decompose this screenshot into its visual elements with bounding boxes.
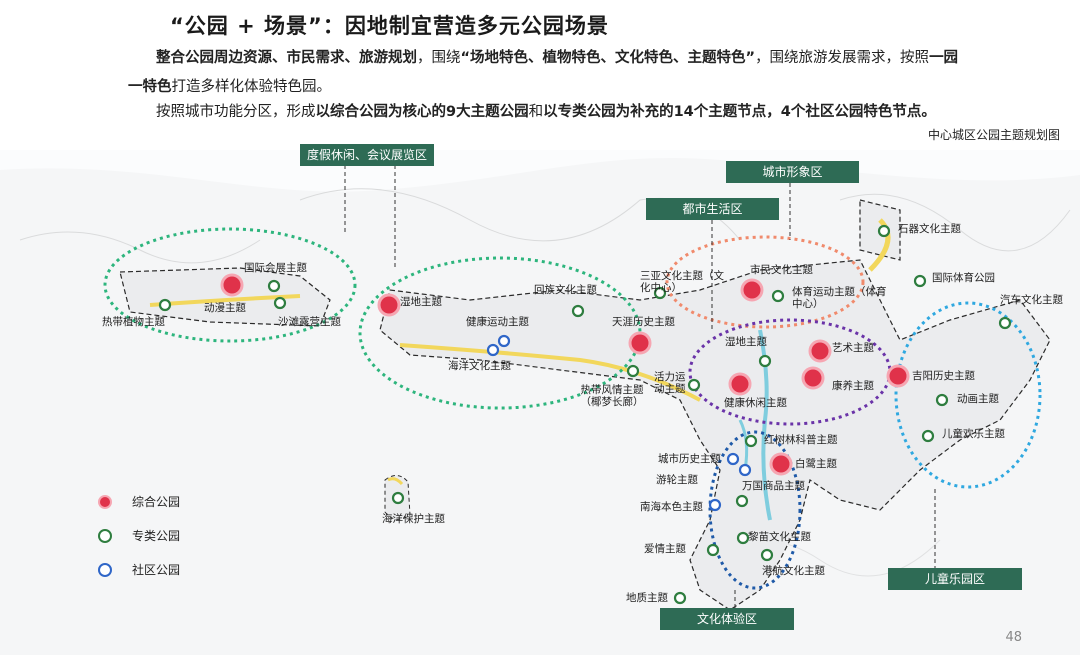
legend-green-circle-icon xyxy=(98,528,112,543)
legend-comprehensive: 综合公园 xyxy=(98,493,180,510)
community-park-marker xyxy=(497,334,511,348)
special-park-marker xyxy=(771,289,785,303)
zone-culture-experience: 文化体验区 xyxy=(660,608,794,630)
special-park-marker xyxy=(921,429,935,443)
special-park-marker xyxy=(267,279,281,293)
park-label: 白鹭主题 xyxy=(795,458,837,470)
park-label: 石器文化主题 xyxy=(898,223,961,235)
zone-resort-conference: 度假休闲、会议展览区 xyxy=(300,144,434,166)
community-park-marker xyxy=(738,463,752,477)
park-label: 吉阳历史主题 xyxy=(912,370,975,382)
special-park-marker xyxy=(571,304,585,318)
special-park-marker xyxy=(653,286,667,300)
special-park-marker xyxy=(626,364,640,378)
special-park-marker xyxy=(744,434,758,448)
park-label: 回族文化主题 xyxy=(534,284,597,296)
park-label: 游轮主题 xyxy=(656,474,698,486)
page-number: 48 xyxy=(1005,630,1022,645)
intro-paragraph-2: 按照城市功能分区，形成以综合公园为核心的9大主题公园和以专类公园为补充的14个主… xyxy=(156,104,936,120)
community-park-marker xyxy=(708,498,722,512)
park-label: 康养主题 xyxy=(832,380,874,392)
park-label: 三亚文化主题（文化中心） xyxy=(640,270,724,294)
zone-childrens-park: 儿童乐园区 xyxy=(888,568,1022,590)
legend-red-circle-icon xyxy=(98,494,112,509)
special-park-marker xyxy=(998,316,1012,330)
community-park-marker xyxy=(726,452,740,466)
special-park-marker xyxy=(877,224,891,238)
legend-special: 专类公园 xyxy=(98,527,180,544)
park-label: 动画主题 xyxy=(957,393,999,405)
park-label: 市民文化主题 xyxy=(750,264,813,276)
comprehensive-park-marker xyxy=(886,364,910,388)
park-label: 热带风情主题（椰梦长廊） xyxy=(580,384,644,408)
park-label: 健康休闲主题 xyxy=(724,397,787,409)
legend-blue-circle-icon xyxy=(98,562,112,577)
park-label: 国际会展主题 xyxy=(244,262,307,274)
community-park-marker xyxy=(486,343,500,357)
comprehensive-park-marker xyxy=(220,273,244,297)
zone-urban-living: 都市生活区 xyxy=(646,198,779,220)
special-park-marker xyxy=(673,591,687,605)
special-park-marker xyxy=(913,274,927,288)
park-label: 万国商品主题 xyxy=(742,480,805,492)
park-label: 活力运动主题 xyxy=(654,371,686,395)
comprehensive-park-marker xyxy=(769,452,793,476)
special-park-marker xyxy=(735,494,749,508)
park-label: 爱情主题 xyxy=(644,543,686,555)
park-label: 健康运动主题 xyxy=(466,316,529,328)
special-park-marker xyxy=(687,378,701,392)
comprehensive-park-marker xyxy=(740,278,764,302)
special-park-marker xyxy=(391,491,405,505)
park-markers xyxy=(158,224,1012,605)
park-label: 地质主题 xyxy=(626,592,668,604)
park-label: 湿地主题 xyxy=(400,296,442,308)
comprehensive-park-marker xyxy=(808,339,832,363)
park-label: 体育运动主题（体育中心） xyxy=(792,286,887,310)
intro-paragraph-1: 整合公园周边资源、市民需求、旅游规划，围绕“场地特色、植物特色、文化特色、主题特… xyxy=(128,50,959,95)
park-label: 南海本色主题 xyxy=(640,501,703,513)
comprehensive-park-marker xyxy=(801,366,825,390)
special-park-marker xyxy=(158,298,172,312)
park-label: 沙滩露营主题 xyxy=(278,316,341,328)
park-label: 动漫主题 xyxy=(204,302,246,314)
park-label: 天涯历史主题 xyxy=(612,316,675,328)
park-label: 国际体育公园 xyxy=(932,272,995,284)
page-title: “公园 + 场景”：因地制宜营造多元公园场景 xyxy=(170,14,609,38)
park-label: 儿童欢乐主题 xyxy=(942,428,1005,440)
zone-city-image: 城市形象区 xyxy=(726,161,859,183)
special-park-marker xyxy=(758,354,772,368)
map-title: 中心城区公园主题规划图 xyxy=(927,128,1060,142)
park-label: 热带植物主题 xyxy=(102,316,165,328)
park-label: 港航文化主题 xyxy=(762,565,825,577)
comprehensive-park-marker xyxy=(628,331,652,355)
park-label: 城市历史主题 xyxy=(658,453,721,465)
park-label: 艺术主题 xyxy=(832,342,874,354)
legend-community: 社区公园 xyxy=(98,561,180,578)
park-label: 黎苗文化主题 xyxy=(748,531,811,543)
special-park-marker xyxy=(760,548,774,562)
special-park-marker xyxy=(736,531,750,545)
special-park-marker xyxy=(935,393,949,407)
comprehensive-park-marker xyxy=(728,372,752,396)
park-label: 红树林科普主题 xyxy=(764,434,838,446)
park-label: 湿地主题 xyxy=(725,336,767,348)
special-park-marker xyxy=(273,296,287,310)
park-label: 海洋保护主题 xyxy=(382,513,445,525)
park-label: 海洋文化主题 xyxy=(448,360,511,372)
comprehensive-park-marker xyxy=(377,293,401,317)
park-label: 汽车文化主题 xyxy=(1000,294,1063,306)
special-park-marker xyxy=(706,543,720,557)
